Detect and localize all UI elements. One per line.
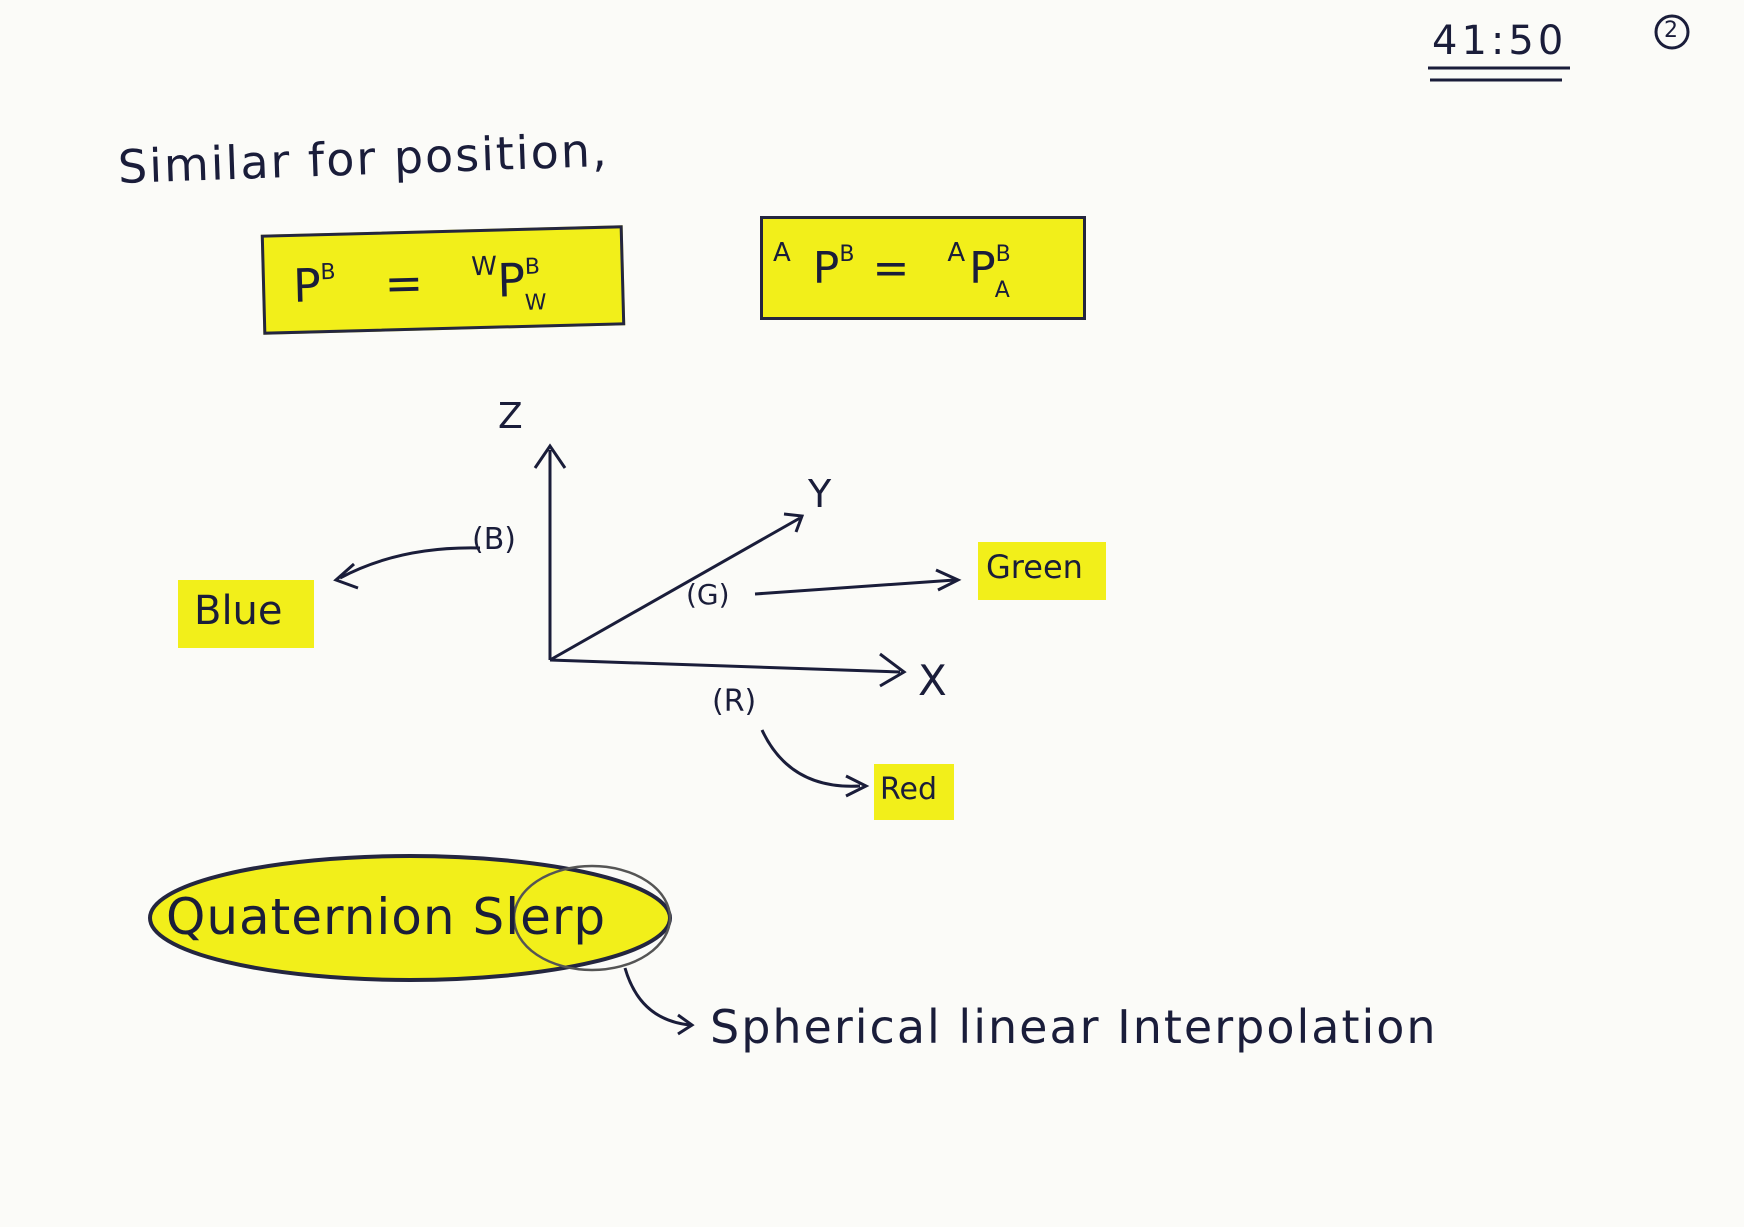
green-highlight xyxy=(978,542,1106,600)
y-axis-label: Y xyxy=(808,472,832,516)
z-axis-label: Z xyxy=(498,396,523,437)
eq1-lhs-base: P xyxy=(292,258,322,313)
x-axis-tag: (R) xyxy=(712,684,757,719)
eq1-lhs-sup: B xyxy=(320,259,336,286)
red-highlight xyxy=(874,764,954,820)
x-axis xyxy=(549,658,901,674)
equation-1: PB = WPBW xyxy=(292,251,547,316)
blue-highlight xyxy=(178,580,314,648)
eq2-rhs-base: P xyxy=(969,243,996,294)
eq1-rhs-sup: B xyxy=(524,254,541,280)
eq2-equals: = xyxy=(872,243,910,294)
slerp-arrow xyxy=(623,967,691,1027)
eq2-rhs-sup: B xyxy=(995,242,1011,267)
z-arrowhead xyxy=(533,443,567,469)
x-axis-label: X xyxy=(918,656,947,705)
equation-1-box: PB = WPBW xyxy=(260,225,626,335)
green-arrowhead xyxy=(935,568,962,592)
eq1-rhs-pre: W xyxy=(470,251,498,283)
y-arrowhead xyxy=(783,512,805,533)
blue-label: Blue xyxy=(194,588,283,634)
eq2-rhs-pre: A xyxy=(947,238,966,268)
timestamp: 41:50 xyxy=(1432,18,1568,64)
red-arrow xyxy=(760,729,861,788)
blue-arrow xyxy=(339,546,481,580)
eq1-rhs-base: P xyxy=(496,252,526,308)
green-label: Green xyxy=(986,548,1083,586)
y-axis xyxy=(549,516,801,662)
eq1-rhs-sub: W xyxy=(524,290,547,316)
eq2-lhs-pre: A xyxy=(773,238,791,268)
equation-2-box: A PB = APBA xyxy=(760,216,1086,320)
eq2-rhs-sub: A xyxy=(994,278,1010,303)
red-label: Red xyxy=(880,772,937,807)
page-number-circle xyxy=(1654,14,1690,50)
y-axis-tag: (G) xyxy=(686,578,730,611)
red-arrowhead xyxy=(845,774,870,798)
page-number: 2 xyxy=(1664,18,1678,43)
equation-2: A PB = APBA xyxy=(773,238,1011,303)
eq2-lhs-sup: B xyxy=(839,242,855,267)
eq2-lhs-base: P xyxy=(812,243,840,294)
blue-arrowhead xyxy=(333,562,359,590)
slerp-circle xyxy=(512,864,672,972)
topic-expansion: Spherical linear Interpolation xyxy=(710,1000,1438,1054)
topic-title: Quaternion Slerp xyxy=(166,888,607,946)
x-arrowhead xyxy=(879,652,907,688)
green-arrow xyxy=(754,578,956,596)
slerp-arrowhead xyxy=(677,1013,695,1036)
z-axis-tag: (B) xyxy=(472,522,516,557)
eq1-equals: = xyxy=(383,255,424,311)
